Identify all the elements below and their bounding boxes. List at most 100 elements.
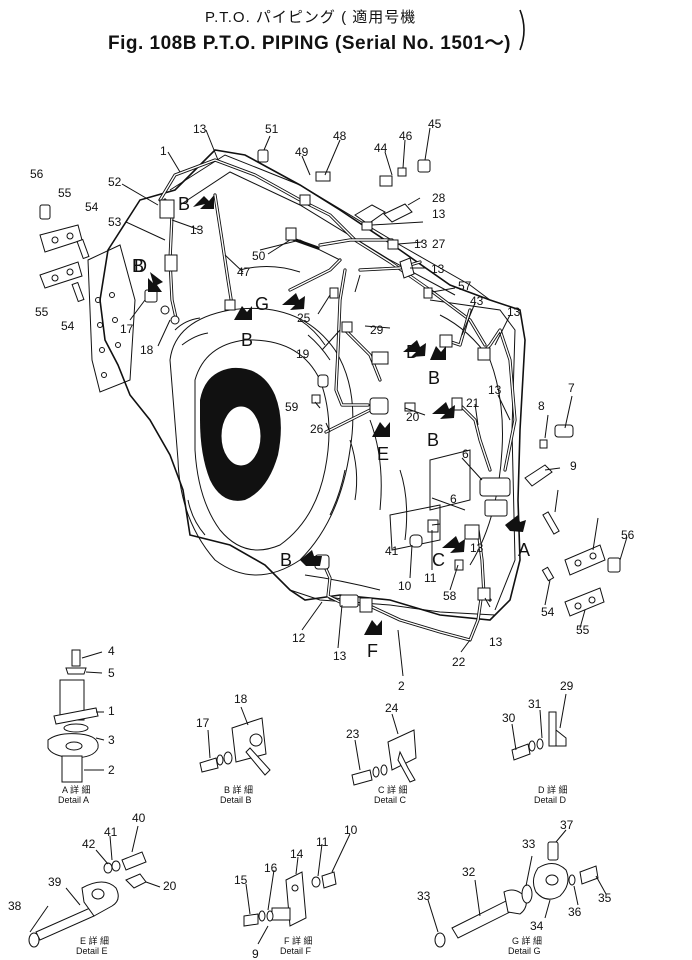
detail-g-drawing [427,829,607,948]
part-number-label: 22 [452,655,466,669]
part-number-label: 11 [424,571,437,585]
detail-part-label: 42 [82,837,96,851]
part-number-label: 13 [431,262,445,276]
part-number-label: 51 [265,122,279,136]
part-number-label: 13 [432,207,446,221]
part-number-label: 8 [538,399,545,413]
part-number-label: 56 [30,167,44,181]
part-number-label: 55 [35,305,49,319]
detail-caption-japanese: D 詳 細 [538,784,568,795]
part-number-label: 49 [295,145,309,159]
part-number-label: 13 [193,122,207,136]
detail-f-drawing [243,833,351,945]
view-letter-label: D [406,342,419,362]
detail-part-label: 40 [132,811,146,825]
detail-part-label: 29 [560,679,574,693]
part-number-label: 46 [399,129,413,143]
detail-part-label: 24 [385,701,399,715]
view-letter-label: E [377,444,389,464]
detail-part-label: 37 [560,818,574,832]
detail-caption-english: Detail F [280,946,312,956]
part-number-label: 9 [570,459,577,473]
detail-c-drawing [351,713,417,786]
part-number-label: 13 [190,223,204,237]
part-number-label: 55 [576,623,590,637]
detail-part-label: 38 [8,899,22,913]
part-number-label: 54 [541,605,555,619]
detail-caption-japanese: C 詳 細 [378,784,408,795]
detail-caption-japanese: B 詳 細 [224,784,253,795]
detail-a-drawing [47,649,105,783]
view-letter-label: A [518,540,530,560]
figure-title-japanese: P.T.O. パイピング ( 適用号機 [205,9,417,26]
detail-part-label: 14 [290,847,304,861]
part-number-label: 13 [414,237,428,251]
detail-part-label: 31 [528,697,542,711]
part-number-label: 48 [333,129,347,143]
part-number-label: 20 [406,410,420,424]
detail-part-label: 35 [598,891,612,905]
detail-part-label: 17 [196,716,210,730]
fittings [39,149,621,617]
view-letter-label: D [134,256,147,276]
detail-part-label: 41 [104,825,118,839]
part-number-label: 44 [374,141,388,155]
view-letter-label: C [432,550,445,570]
view-arrows [148,195,526,635]
detail-part-label: 23 [346,727,360,741]
part-number-label: 13 [333,649,347,663]
part-number-label: 25 [297,311,311,325]
view-letter-label: B [280,550,292,570]
view-letter-label: B [178,194,190,214]
detail-caption-english: Detail G [508,946,541,956]
part-number-label: 2 [398,679,405,693]
part-number-label: 13 [470,541,484,555]
part-number-label: 10 [398,579,412,593]
part-number-label: 17 [120,322,134,336]
part-number-label: 53 [108,215,122,229]
detail-part-label: 33 [417,889,431,903]
detail-d-drawing [511,693,567,761]
detail-part-label: 16 [264,861,278,875]
part-number-label: 19 [296,347,310,361]
view-letter-label: B [427,430,439,450]
detail-caption-english: Detail C [374,795,407,805]
detail-caption-english: Detail A [58,795,89,805]
detail-part-label: 10 [344,823,358,837]
detail-caption-japanese: E 詳 細 [80,935,109,946]
detail-part-label: 36 [568,905,582,919]
part-number-label: 6 [462,447,469,461]
detail-part-label: 11 [316,835,329,849]
part-number-label: 27 [432,237,446,251]
part-number-label: 55 [58,186,72,200]
part-number-label: 6 [450,492,457,506]
part-number-label: 13 [507,305,521,319]
part-number-label: 56 [621,528,635,542]
detail-part-label: 1 [108,704,115,718]
detail-part-label: 3 [108,733,115,747]
part-number-label: 7 [568,381,575,395]
part-number-label: 58 [443,589,457,603]
detail-part-label: 2 [108,763,115,777]
detail-caption-japanese: G 詳 細 [512,935,542,946]
view-letter-label: G [255,294,269,314]
detail-caption-english: Detail D [534,795,567,805]
detail-part-label: 18 [234,692,248,706]
part-number-label: 29 [370,323,384,337]
part-number-label: 21 [466,396,480,410]
part-number-label: 28 [432,191,446,205]
part-number-label: 18 [140,343,154,357]
detail-part-label: 39 [48,875,62,889]
part-number-label: 43 [470,294,484,308]
part-number-label: 59 [285,400,299,414]
part-number-label: 13 [489,635,503,649]
part-number-label: 57 [458,279,472,293]
view-letter-label: F [367,641,378,661]
part-number-label: 1 [160,144,167,158]
detail-part-label: 5 [108,666,115,680]
view-letter-label: B [241,330,253,350]
part-number-label: 52 [108,175,122,189]
